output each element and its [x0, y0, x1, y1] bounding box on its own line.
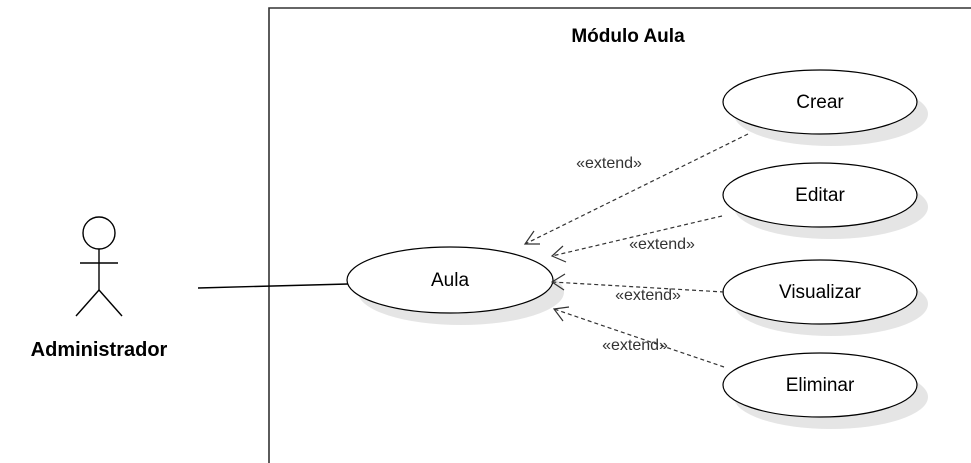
stick-figure-icon [75, 216, 123, 317]
extend-stereotype-label: «extend» [615, 287, 681, 304]
extend-stereotype-label: «extend» [602, 337, 668, 354]
usecase-editar[interactable]: Editar [722, 162, 928, 239]
arrow-head-icon [550, 273, 566, 291]
system-title: Módulo Aula [571, 26, 685, 47]
extend-relation-editar: «extend» [550, 215, 723, 263]
usecase-label-eliminar: Eliminar [786, 375, 855, 396]
arrow-head-icon [550, 245, 567, 263]
system-boundary-frame [268, 7, 971, 463]
usecase-ellipse [346, 246, 554, 314]
usecase-label-aula: Aula [431, 270, 469, 291]
usecase-crear[interactable]: Crear [722, 69, 928, 146]
system-boundary: Módulo Aula [268, 7, 971, 463]
usecase-visualizar[interactable]: Visualizar [722, 259, 928, 336]
extend-relation-visualizar: «extend» [550, 273, 725, 304]
usecase-ellipse [722, 352, 918, 418]
extend-dashed-line [524, 133, 749, 245]
arrow-head-icon [523, 230, 540, 245]
association-line [197, 283, 349, 289]
actor-label: Administrador [31, 339, 168, 361]
usecase-label-editar: Editar [795, 185, 845, 206]
extend-stereotype-label: «extend» [629, 236, 695, 253]
usecase-aula[interactable]: Aula [346, 246, 564, 325]
usecase-ellipse [722, 162, 918, 228]
actor-administrador[interactable]: Administrador [31, 216, 168, 361]
extend-dashed-line [551, 281, 725, 293]
extend-stereotype-label: «extend» [576, 155, 642, 172]
extend-relation-eliminar: «extend» [552, 306, 725, 368]
usecase-ellipse [722, 69, 918, 135]
usecase-label-visualizar: Visualizar [779, 282, 862, 303]
extend-dashed-line [551, 215, 723, 257]
usecase-eliminar[interactable]: Eliminar [722, 352, 928, 429]
arrow-head-icon [552, 306, 570, 322]
usecase-label-crear: Crear [796, 92, 844, 113]
extend-relation-crear: «extend» [523, 133, 749, 245]
extend-dashed-line [553, 308, 725, 368]
